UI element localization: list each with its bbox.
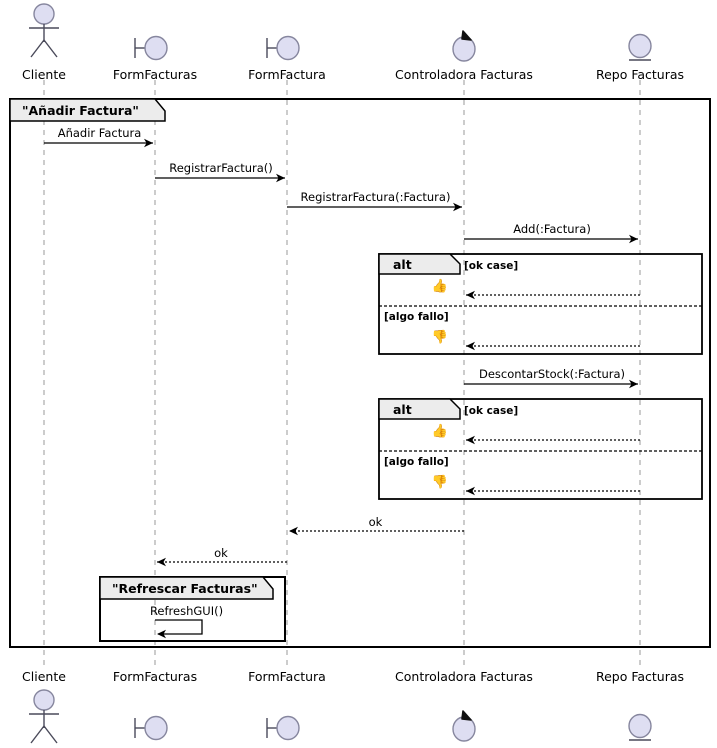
boundary-icon <box>134 715 168 741</box>
fragment-guard-0: [ok case] <box>464 260 518 272</box>
message-m11[interactable]: ok <box>157 546 287 567</box>
participant-label-cliente: Cliente <box>22 67 66 82</box>
participant-label-cliente: Cliente <box>22 669 66 684</box>
entity-icon <box>628 33 652 61</box>
participant-cliente[interactable]: Cliente <box>22 3 66 82</box>
message-line <box>155 619 203 635</box>
outer-frame: "Añadir Factura" <box>9 98 711 648</box>
message-m4[interactable]: Add(:Factura) <box>464 222 638 244</box>
arrowhead <box>466 290 475 300</box>
control-icon <box>452 30 476 62</box>
arrowhead <box>629 234 638 244</box>
message-m7[interactable]: DescontarStock(:Factura) <box>464 367 638 389</box>
message-label: 👍 <box>432 423 448 439</box>
message-m3[interactable]: RegistrarFactura(:Factura) <box>287 190 462 212</box>
participant-controladora[interactable]: Controladora Facturas <box>395 669 533 742</box>
message-label: RegistrarFactura() <box>169 161 273 175</box>
arrowhead <box>276 173 285 183</box>
actor-head-icon <box>33 689 55 711</box>
inner-frame: "Refrescar Facturas" <box>99 576 286 642</box>
participant-label-controladora: Controladora Facturas <box>395 669 533 684</box>
actor-icon <box>29 3 59 58</box>
boundary-icon <box>266 35 300 61</box>
message-label: 👎 <box>432 474 448 490</box>
message-m8[interactable]: 👍 <box>432 423 640 445</box>
outer-frame-title: "Añadir Factura" <box>22 103 139 118</box>
arrowhead <box>453 202 462 212</box>
outer-frame-border <box>9 98 711 648</box>
fragment-alt1: alt [ok case] [algo fallo] <box>378 253 703 355</box>
participant-label-formfacturas: FormFacturas <box>113 669 197 684</box>
message-label: 👍 <box>432 278 448 294</box>
message-m5[interactable]: 👍 <box>432 278 640 300</box>
fragment-alt2: alt [ok case] [algo fallo] <box>378 398 703 500</box>
message-label: 👎 <box>432 329 448 345</box>
lifelines-layer <box>43 80 641 668</box>
fragment-guard-0: [ok case] <box>464 405 518 417</box>
participant-label-repo: Repo Facturas <box>596 669 684 684</box>
fragment-border <box>378 398 703 500</box>
message-m9[interactable]: 👎 <box>432 474 640 496</box>
participant-controladora[interactable]: Controladora Facturas <box>395 30 533 82</box>
arrowhead <box>157 557 166 567</box>
message-label: RefreshGUI() <box>150 604 223 618</box>
fragment-operator-tab <box>378 398 461 420</box>
message-m6[interactable]: 👎 <box>432 329 640 351</box>
fragment-operator-tab <box>378 253 461 275</box>
inner-frame-title: "Refrescar Facturas" <box>112 581 258 596</box>
frames-layer: "Añadir Factura" "Refrescar Facturas" <box>9 98 711 648</box>
participant-label-repo: Repo Facturas <box>596 67 684 82</box>
arrowhead <box>629 379 638 389</box>
participant-formfactura[interactable]: FormFactura <box>248 669 326 741</box>
entity-icon <box>628 713 652 741</box>
participants-top-layer: Cliente FormFacturas FormFactura Controlado… <box>22 3 684 83</box>
message-label: ok <box>214 546 228 560</box>
fragment-border <box>378 253 703 355</box>
participant-label-formfacturas: FormFacturas <box>113 67 197 82</box>
outer-frame-tab <box>9 98 166 122</box>
participant-repo[interactable]: Repo Facturas <box>596 669 684 741</box>
message-self-refreshgui[interactable]: RefreshGUI() <box>150 604 223 639</box>
message-label: Añadir Factura <box>58 126 142 140</box>
arrowhead <box>144 138 153 148</box>
actor-icon <box>29 689 59 744</box>
fragment-guard-1: [algo fallo] <box>384 311 449 323</box>
participant-label-formfactura: FormFactura <box>248 67 326 82</box>
boundary-icon <box>134 35 168 61</box>
actor-head-icon <box>33 3 55 25</box>
fragment-operator-label: alt <box>393 402 412 417</box>
participants-bottom-layer: Cliente FormFacturas FormFactura Controlado… <box>22 669 684 744</box>
participant-label-formfactura: FormFactura <box>248 669 326 684</box>
message-label: Add(:Factura) <box>513 222 591 236</box>
arrowhead <box>466 341 475 351</box>
participant-formfacturas[interactable]: FormFacturas <box>113 35 197 83</box>
participant-label-controladora: Controladora Facturas <box>395 67 533 82</box>
message-label: RegistrarFactura(:Factura) <box>301 190 451 204</box>
message-m10[interactable]: ok <box>289 515 464 536</box>
inner-frame-tab <box>99 576 274 600</box>
fragment-guard-1: [algo fallo] <box>384 456 449 468</box>
control-icon <box>452 710 476 742</box>
message-label: DescontarStock(:Factura) <box>479 367 625 381</box>
participant-formfacturas[interactable]: FormFacturas <box>113 669 197 741</box>
arrowhead <box>466 486 475 496</box>
participant-repo[interactable]: Repo Facturas <box>596 33 684 83</box>
participant-formfactura[interactable]: FormFactura <box>248 35 326 83</box>
fragments-layer: alt [ok case] [algo fallo] alt [ok case] [alg… <box>378 253 703 500</box>
message-label: ok <box>369 515 383 529</box>
fragment-operator-label: alt <box>393 257 412 272</box>
participant-cliente[interactable]: Cliente <box>22 669 66 744</box>
arrowhead <box>157 629 166 639</box>
arrowhead <box>289 526 298 536</box>
message-m1[interactable]: Añadir Factura <box>44 126 153 148</box>
message-m2[interactable]: RegistrarFactura() <box>155 161 285 183</box>
boundary-icon <box>266 715 300 741</box>
arrowhead <box>466 435 475 445</box>
